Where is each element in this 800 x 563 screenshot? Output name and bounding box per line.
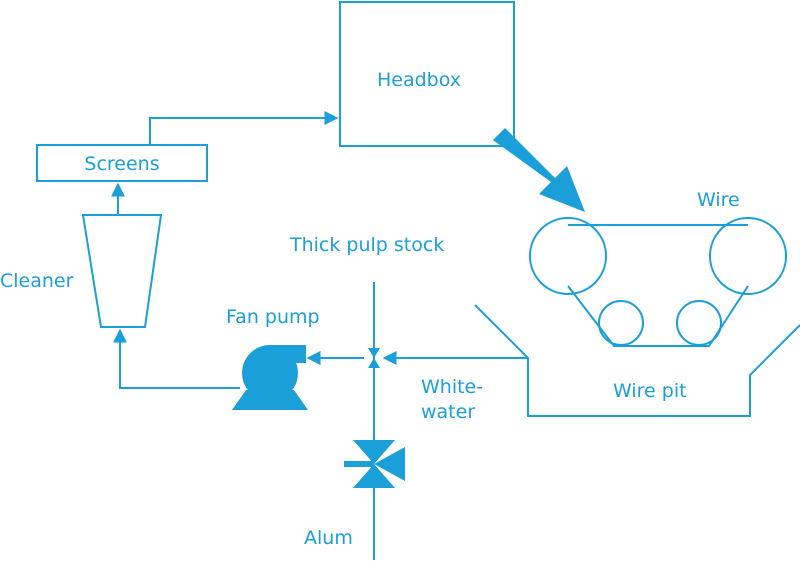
fan-pump-symbol	[232, 345, 308, 410]
wire-roll-bottom-right	[676, 300, 722, 346]
headbox-box	[339, 1, 515, 147]
wire-roll-bottom-left	[598, 300, 644, 346]
cleaner-label: Cleaner	[0, 270, 74, 292]
headbox-flow-arrow	[493, 128, 585, 212]
white-water-label-line1: White-	[421, 376, 484, 398]
headbox-label: Headbox	[376, 69, 462, 91]
wire-pit-label: Wire pit	[613, 380, 687, 402]
wire-loop	[567, 224, 749, 347]
wire-pit	[474, 304, 800, 417]
wire-label: Wire	[697, 189, 740, 211]
screens-to-headbox-line	[149, 111, 339, 145]
alum-label: Alum	[304, 527, 353, 549]
junction-symbol	[368, 348, 380, 368]
fan-pump-label: Fan pump	[226, 306, 320, 328]
thick-pulp-stock-label: Thick pulp stock	[290, 234, 445, 256]
fan-pump-to-cleaner-line	[113, 328, 240, 389]
white-water-label-line2: water	[421, 401, 476, 423]
cleaner-funnel	[81, 214, 163, 328]
screens-box	[36, 144, 208, 182]
wire-roll-right	[709, 217, 787, 295]
alum-valve-symbol	[344, 440, 405, 488]
screens-label: Screens	[84, 153, 160, 175]
wire-roll-left	[529, 217, 607, 295]
